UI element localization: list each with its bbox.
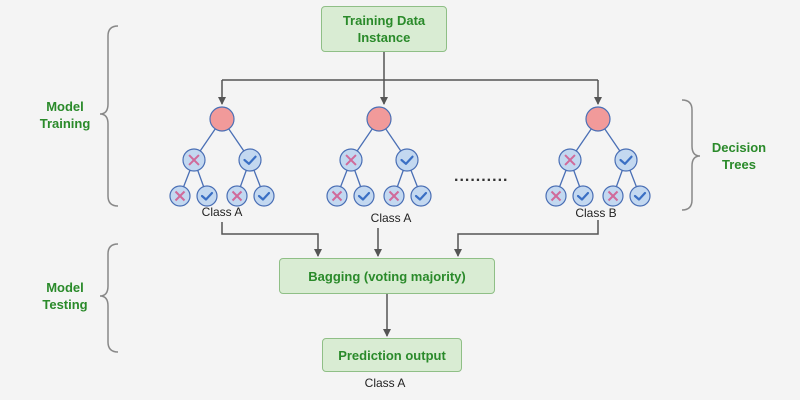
cross-icon	[331, 190, 343, 202]
brace-decision-trees	[681, 99, 701, 211]
tree-2-result: Class A	[370, 211, 412, 225]
brace-model-testing	[99, 243, 119, 353]
root-node	[366, 106, 392, 132]
tree-1-result: Class A	[201, 205, 243, 219]
arrow-tree-3-to-bagging	[454, 220, 599, 257]
brace-model-training	[99, 25, 119, 207]
leaf-node	[572, 185, 594, 207]
leaf-node	[238, 148, 262, 172]
leaf-node	[353, 185, 375, 207]
check-icon	[633, 191, 647, 201]
cross-icon	[550, 190, 562, 202]
final-result: Class A	[364, 376, 406, 390]
decision-tree-1	[169, 106, 275, 207]
check-icon	[619, 155, 633, 165]
leaf-node	[196, 185, 218, 207]
cross-icon	[174, 190, 186, 202]
root-node	[585, 106, 611, 132]
leaf-node	[614, 148, 638, 172]
check-icon	[576, 191, 590, 201]
cross-icon	[388, 190, 400, 202]
cross-icon	[564, 154, 576, 166]
decision-tree-2	[326, 106, 432, 207]
decision-tree-3	[545, 106, 651, 207]
cross-icon	[231, 190, 243, 202]
check-icon	[414, 191, 428, 201]
check-icon	[257, 191, 271, 201]
bagging-node: Bagging (voting majority)	[279, 258, 495, 294]
check-icon	[357, 191, 371, 201]
leaf-node	[629, 185, 651, 207]
arrow-tree-1-to-bagging	[221, 222, 322, 257]
prediction-output-node: Prediction output	[322, 338, 462, 372]
leaf-node	[395, 148, 419, 172]
check-icon	[243, 155, 257, 165]
leaf-node	[253, 185, 275, 207]
cross-icon	[188, 154, 200, 166]
cross-icon	[345, 154, 357, 166]
decision-trees-group	[169, 106, 651, 207]
root-node	[209, 106, 235, 132]
tree-3-result: Class B	[575, 206, 617, 220]
check-icon	[400, 155, 414, 165]
ellipsis: ..........	[454, 168, 509, 185]
cross-icon	[607, 190, 619, 202]
check-icon	[200, 191, 214, 201]
leaf-node	[410, 185, 432, 207]
